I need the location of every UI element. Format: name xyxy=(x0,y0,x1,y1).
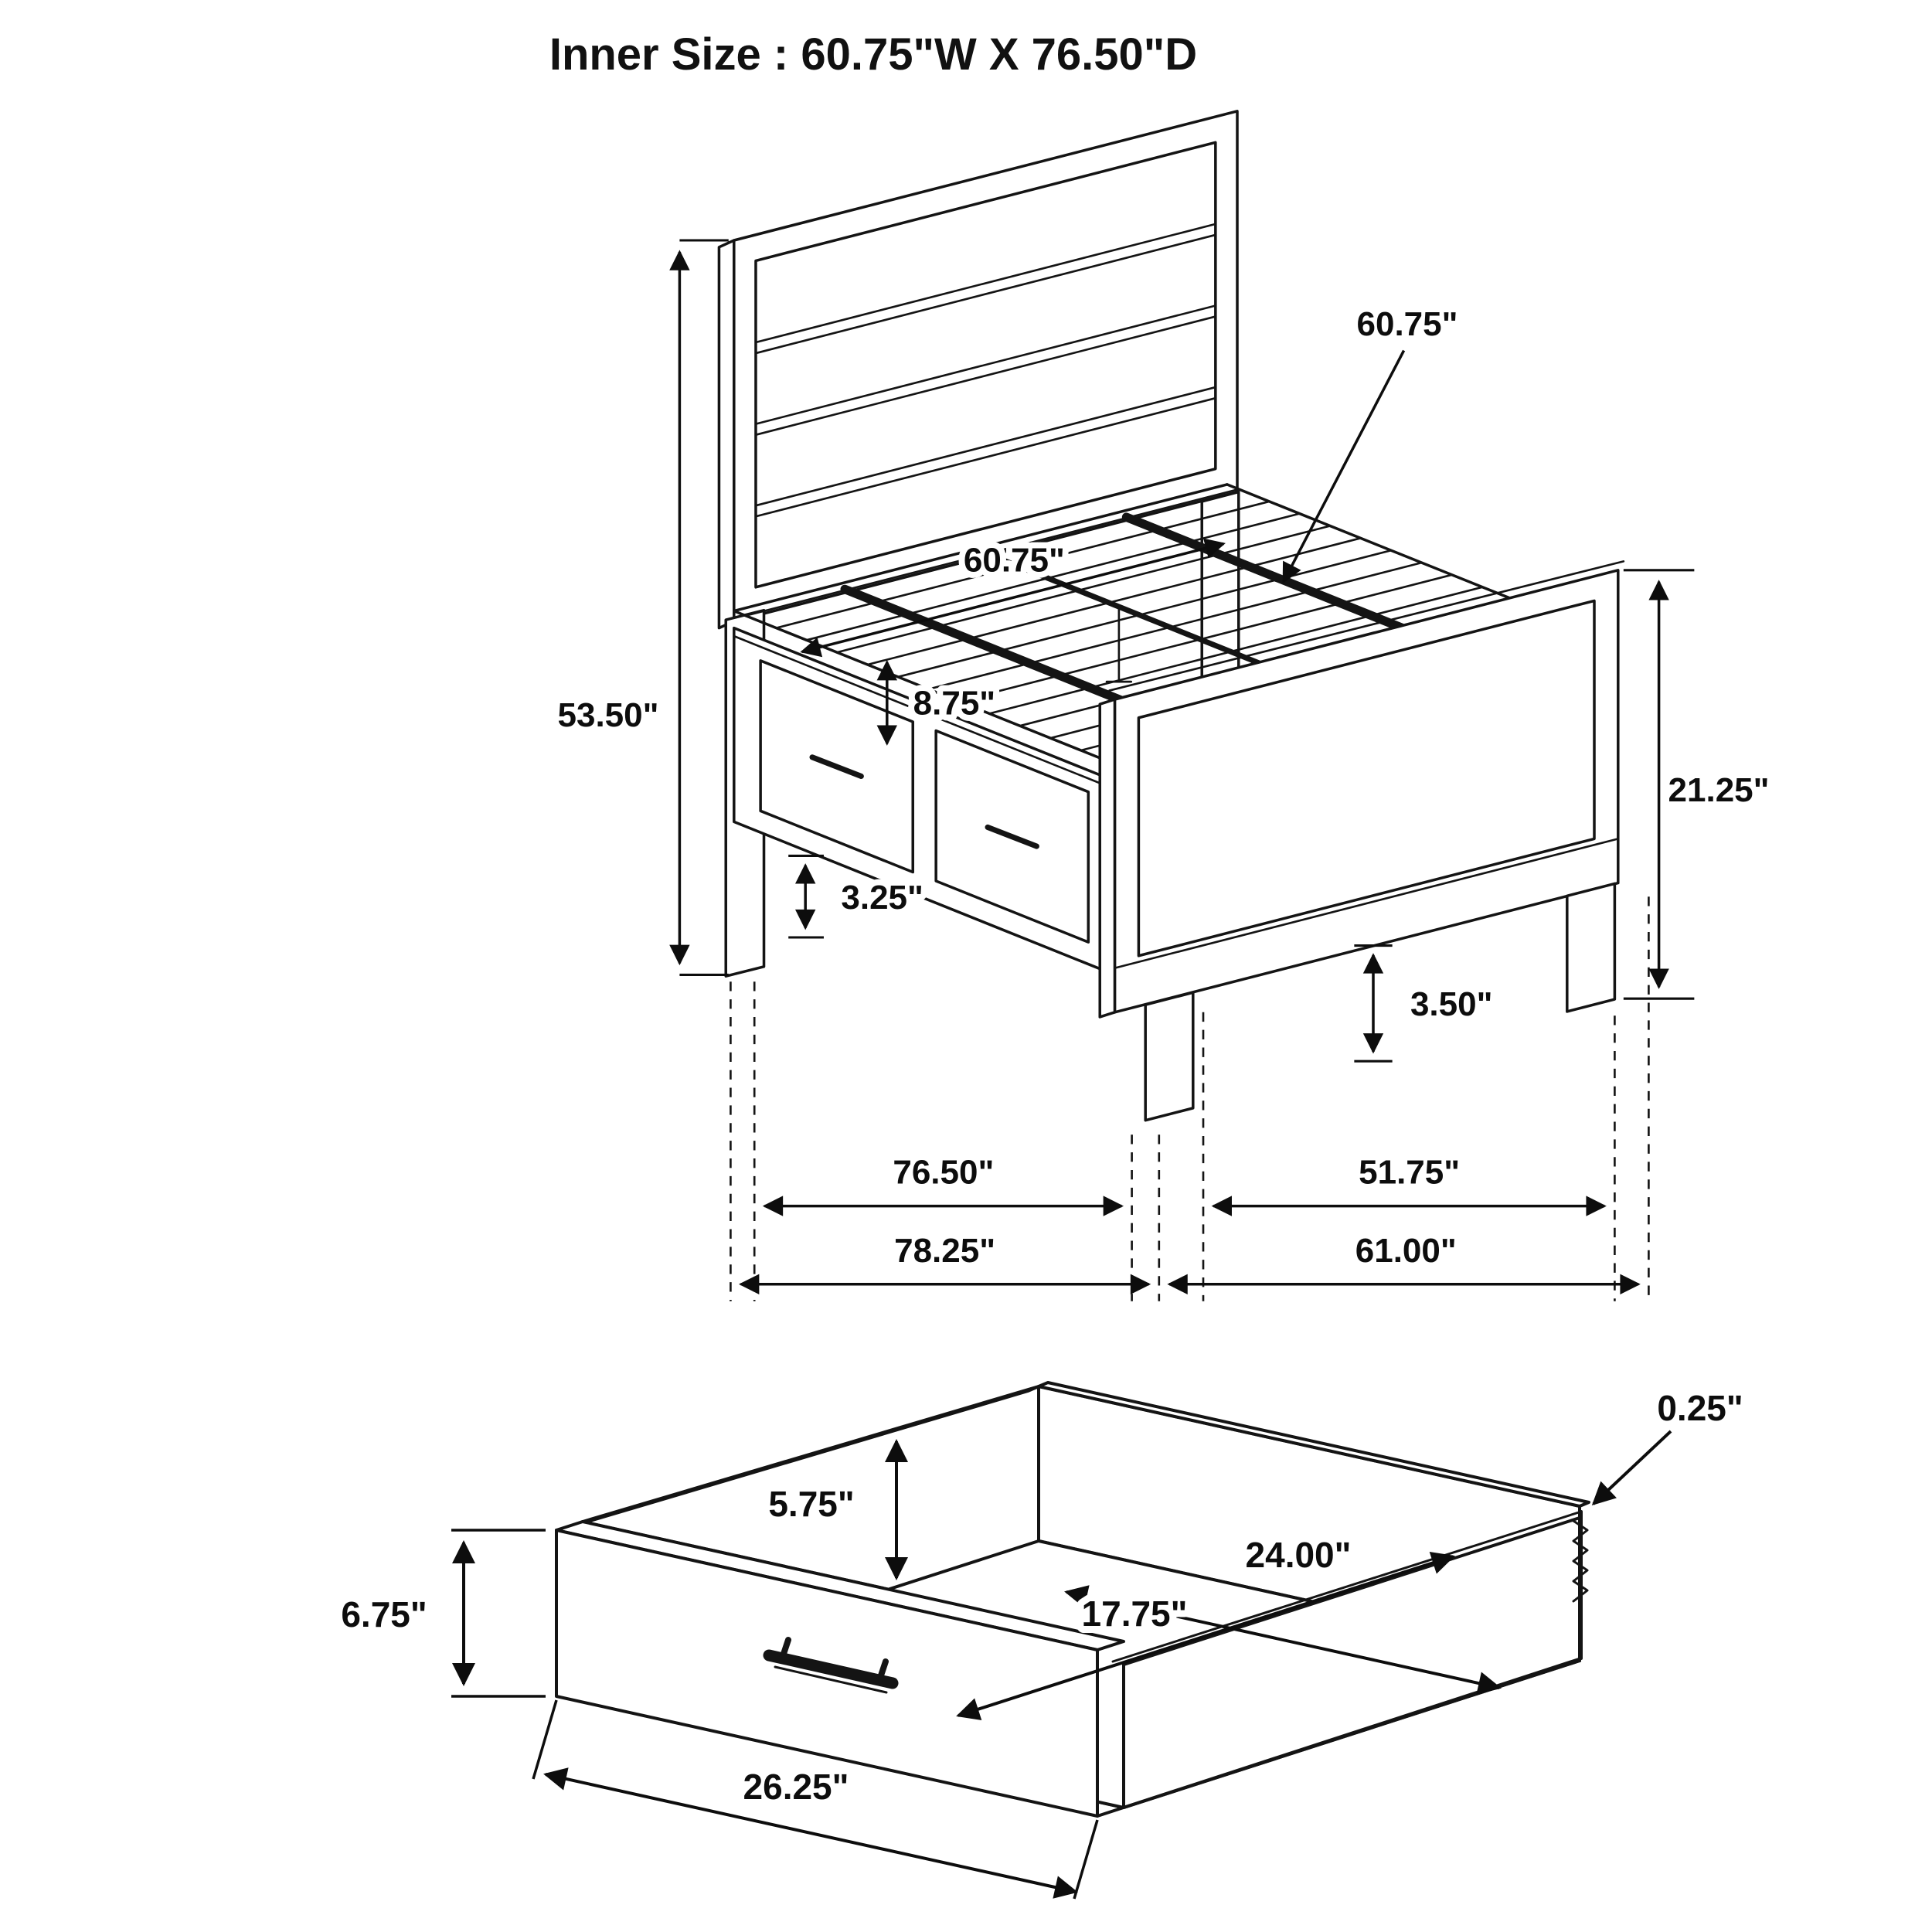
dim-label-drawer-outer-height: 6.75" xyxy=(341,1594,427,1634)
footboard-foot-left xyxy=(1144,991,1195,1122)
dim-drawer-outer-width: 26.25" xyxy=(532,1699,1099,1900)
dim-footboard-height: 21.25" xyxy=(1623,569,1775,1000)
dim-label-inner-depth: 76.50" xyxy=(893,1154,994,1192)
headboard-side-edge xyxy=(717,239,736,630)
dim-label-drawer-inner-height: 5.75" xyxy=(768,1484,854,1524)
dim-inner-width: 60.75" xyxy=(800,536,1226,658)
dim-label-overall-depth: 78.25" xyxy=(894,1232,995,1270)
dim-label-slat-spacing: 8.75" xyxy=(913,684,996,722)
drawer-handle xyxy=(763,1637,899,1694)
dim-overall-depth: 78.25" xyxy=(738,1226,1151,1294)
dim-label-overall-width: 61.00" xyxy=(1355,1232,1457,1270)
dim-label-foot-height: 3.50" xyxy=(1410,985,1492,1023)
side-rail xyxy=(733,626,1117,977)
drawer-dimensions: 6.75" 5.75" 24.00" 17.75" 26.25" 0.25" xyxy=(334,1381,1750,1900)
dim-label-inner-width-callout: 60.75" xyxy=(1357,305,1458,343)
dim-inner-depth: 76.50" xyxy=(762,1148,1124,1216)
dim-foot-height: 3.50" xyxy=(1354,944,1498,1063)
dim-label-drawer-outer-width: 26.25" xyxy=(743,1767,849,1807)
dim-drawer-inner-width: 17.75" xyxy=(1064,1585,1502,1695)
storage-drawer-1-handle xyxy=(809,754,864,779)
footboard-foot-right xyxy=(1566,882,1617,1013)
bed-dimensions: 53.50" 8.75" 60.75" 60.75" 21.25" xyxy=(552,239,1775,1294)
dim-label-drawer-bottom-gap: 3.25" xyxy=(841,879,923,917)
dim-drawer-inner-depth: 24.00" xyxy=(956,1528,1455,1721)
dovetail-joint xyxy=(1572,1519,1589,1603)
dim-drawer-outer-height: 6.75" xyxy=(334,1529,546,1698)
dim-overall-width: 61.00" xyxy=(1167,1226,1641,1294)
dim-footboard-width: 51.75" xyxy=(1211,1148,1607,1216)
drawer-right-wall-outer-edge xyxy=(1096,1510,1583,1818)
dim-label-footboard-height: 21.25" xyxy=(1668,771,1770,809)
dim-inner-width-callout: 60.75" xyxy=(1282,299,1464,584)
dim-drawer-side-thickness: 0.25" xyxy=(1591,1381,1750,1506)
dim-label-footboard-width: 51.75" xyxy=(1359,1154,1460,1192)
footboard xyxy=(1098,560,1625,1122)
storage-drawer-2-handle xyxy=(985,824,1039,849)
drawer-back-wall-top xyxy=(1037,1381,1590,1508)
dim-label-drawer-side-thickness: 0.25" xyxy=(1657,1388,1743,1428)
dim-headboard-height: 53.50" xyxy=(552,239,729,976)
dim-label-drawer-inner-depth: 24.00" xyxy=(1246,1535,1352,1575)
drawer-drawing xyxy=(555,1381,1590,1818)
dim-slat-spacing: 8.75" xyxy=(876,659,1002,746)
inner-size-title: Inner Size : 60.75"W X 76.50"D xyxy=(549,29,1197,80)
footboard-side-edge xyxy=(1098,698,1117,1019)
projection-lines xyxy=(730,896,1650,1301)
headboard-panel-lines xyxy=(754,223,1217,518)
bed-drawing: 53.50" 8.75" 60.75" 60.75" 21.25" xyxy=(552,110,1775,1301)
dim-drawer-bottom-gap: 3.25" xyxy=(788,854,930,939)
dim-label-inner-width: 60.75" xyxy=(964,542,1065,580)
dim-label-headboard-height: 53.50" xyxy=(558,696,659,734)
dim-drawer-inner-height: 5.75" xyxy=(761,1439,908,1580)
footboard-inner-frame xyxy=(1137,599,1596,957)
dim-label-drawer-inner-width: 17.75" xyxy=(1082,1594,1188,1634)
